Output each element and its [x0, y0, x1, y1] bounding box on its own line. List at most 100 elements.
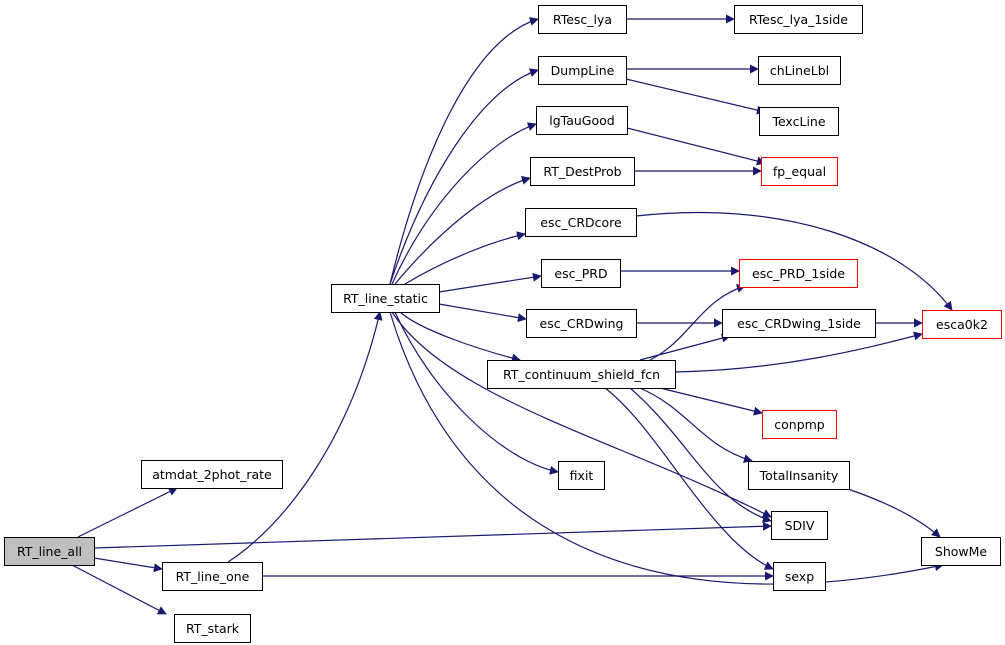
- edge-RT_line_all-to-atmdat_2phot_rate: [77, 487, 178, 538]
- node-fixit[interactable]: fixit: [558, 461, 605, 490]
- node-label: RT_line_static: [343, 291, 428, 306]
- node-box[interactable]: [530, 157, 635, 186]
- node-box[interactable]: [141, 460, 283, 489]
- node-box[interactable]: [538, 56, 627, 85]
- node-box[interactable]: [331, 284, 440, 313]
- node-box[interactable]: [4, 537, 95, 566]
- node-label: lgTauGood: [549, 113, 614, 128]
- edge-RT_line_one-to-RT_line_static: [227, 311, 383, 563]
- node-box[interactable]: [748, 461, 850, 490]
- node-label: RT_line_one: [176, 569, 250, 584]
- node-box[interactable]: [722, 309, 876, 338]
- edge-esc_CRDcore-to-esca0k2: [635, 211, 953, 311]
- node-RTesc_lya[interactable]: RTesc_lya: [538, 5, 627, 34]
- node-conpmp[interactable]: conpmp: [762, 410, 837, 439]
- node-esc_CRDcore[interactable]: esc_CRDcore: [525, 208, 637, 237]
- node-box[interactable]: [759, 107, 839, 136]
- edge-lgTauGood-to-fp_equal: [626, 127, 766, 166]
- node-label: RT_line_all: [17, 544, 82, 559]
- node-label: RT_continuum_shield_fcn: [503, 367, 660, 382]
- edge-RT_continuum_shield_fcn-to-sexp: [604, 387, 774, 570]
- node-RT_line_all[interactable]: RT_line_all: [4, 537, 95, 566]
- node-RT_stark[interactable]: RT_stark: [174, 614, 251, 643]
- node-box[interactable]: [773, 562, 826, 591]
- edge-DumpLine-to-TexcLine: [625, 78, 766, 115]
- edge-RT_continuum_shield_fcn-to-esca0k2: [674, 331, 923, 373]
- node-label: atmdat_2phot_rate: [152, 467, 272, 482]
- node-ShowMe[interactable]: ShowMe: [921, 537, 1001, 566]
- edge-RT_continuum_shield_fcn-to-esc_CRDwing_1side: [639, 333, 731, 361]
- node-box[interactable]: [739, 259, 858, 288]
- edge-RT_line_static-to-RT_continuum_shield_fcn: [399, 311, 521, 363]
- node-box[interactable]: [541, 259, 621, 288]
- edge-RT_line_static-to-DumpLine: [389, 68, 539, 285]
- node-label: TexcLine: [771, 114, 825, 129]
- edge-RT_line_static-to-fixit: [394, 311, 559, 475]
- node-label: conpmp: [774, 417, 825, 432]
- node-label: RTesc_lya: [553, 12, 612, 27]
- node-label: TotalInsanity: [759, 468, 839, 483]
- node-label: esc_CRDcore: [540, 215, 622, 230]
- node-box[interactable]: [771, 511, 828, 540]
- node-label: esca0k2: [936, 317, 988, 332]
- node-label: esc_PRD: [554, 266, 607, 281]
- node-esc_CRDwing_1side[interactable]: esc_CRDwing_1side: [722, 309, 876, 338]
- node-label: RT_DestProb: [543, 164, 621, 179]
- node-box[interactable]: [921, 537, 1001, 566]
- node-RT_line_static[interactable]: RT_line_static: [331, 284, 440, 313]
- node-esc_PRD[interactable]: esc_PRD: [541, 259, 621, 288]
- node-box[interactable]: [526, 309, 637, 338]
- node-RT_continuum_shield_fcn[interactable]: RT_continuum_shield_fcn: [487, 360, 676, 389]
- node-TotalInsanity[interactable]: TotalInsanity: [748, 461, 850, 490]
- edge-RT_line_all-to-RT_line_one: [93, 557, 163, 573]
- node-box[interactable]: [487, 360, 676, 389]
- node-box[interactable]: [761, 157, 838, 186]
- node-box[interactable]: [525, 208, 637, 237]
- edge-RT_continuum_shield_fcn-to-TotalInsanity: [639, 387, 753, 463]
- edge-RT_line_static-to-lgTauGood: [391, 122, 537, 285]
- node-label: esc_CRDwing: [540, 316, 624, 331]
- node-atmdat_2phot_rate[interactable]: atmdat_2phot_rate: [141, 460, 283, 489]
- node-box[interactable]: [538, 5, 627, 34]
- edge-RT_line_static-to-RT_DestProb: [394, 176, 531, 285]
- edge-layer: [71, 14, 953, 615]
- edge-RT_continuum_shield_fcn-to-esc_PRD_1side: [649, 284, 746, 361]
- node-box[interactable]: [758, 56, 841, 85]
- node-esca0k2[interactable]: esca0k2: [922, 310, 1002, 339]
- edge-RT_line_static-to-esc_PRD: [438, 272, 542, 293]
- node-label: fixit: [570, 468, 594, 483]
- node-label: RT_stark: [186, 621, 240, 636]
- node-label: ShowMe: [935, 544, 988, 559]
- node-label: fp_equal: [773, 164, 826, 179]
- node-box[interactable]: [536, 106, 628, 135]
- node-label: chLineLbl: [770, 63, 829, 78]
- node-DumpLine[interactable]: DumpLine: [538, 56, 627, 85]
- node-sexp[interactable]: sexp: [773, 562, 826, 591]
- node-label: SDIV: [785, 518, 815, 533]
- node-esc_PRD_1side[interactable]: esc_PRD_1side: [739, 259, 858, 288]
- node-lgTauGood[interactable]: lgTauGood: [536, 106, 628, 135]
- node-label: esc_PRD_1side: [752, 266, 845, 281]
- node-box[interactable]: [162, 562, 263, 591]
- edge-RT_line_static-to-RTesc_lya: [389, 17, 539, 285]
- node-label: sexp: [785, 569, 814, 584]
- node-label: esc_CRDwing_1side: [737, 316, 861, 331]
- edge-RT_line_all-to-SDIV: [93, 521, 772, 549]
- node-esc_CRDwing[interactable]: esc_CRDwing: [526, 309, 637, 338]
- node-box[interactable]: [174, 614, 251, 643]
- node-TexcLine[interactable]: TexcLine: [759, 107, 839, 136]
- node-chLineLbl[interactable]: chLineLbl: [758, 56, 841, 85]
- node-box[interactable]: [734, 5, 863, 34]
- edge-RT_line_static-to-esc_CRDwing: [438, 303, 527, 323]
- edge-RT_line_static-to-SDIV: [391, 311, 772, 518]
- node-SDIV[interactable]: SDIV: [771, 511, 828, 540]
- node-RTesc_lya_1side[interactable]: RTesc_lya_1side: [734, 5, 863, 34]
- node-RT_line_one[interactable]: RT_line_one: [162, 562, 263, 591]
- node-box[interactable]: [922, 310, 1002, 339]
- node-fp_equal[interactable]: fp_equal: [761, 157, 838, 186]
- node-RT_DestProb[interactable]: RT_DestProb: [530, 157, 635, 186]
- node-box[interactable]: [558, 461, 605, 490]
- edge-RT_line_all-to-RT_stark: [71, 564, 167, 615]
- node-box[interactable]: [762, 410, 837, 439]
